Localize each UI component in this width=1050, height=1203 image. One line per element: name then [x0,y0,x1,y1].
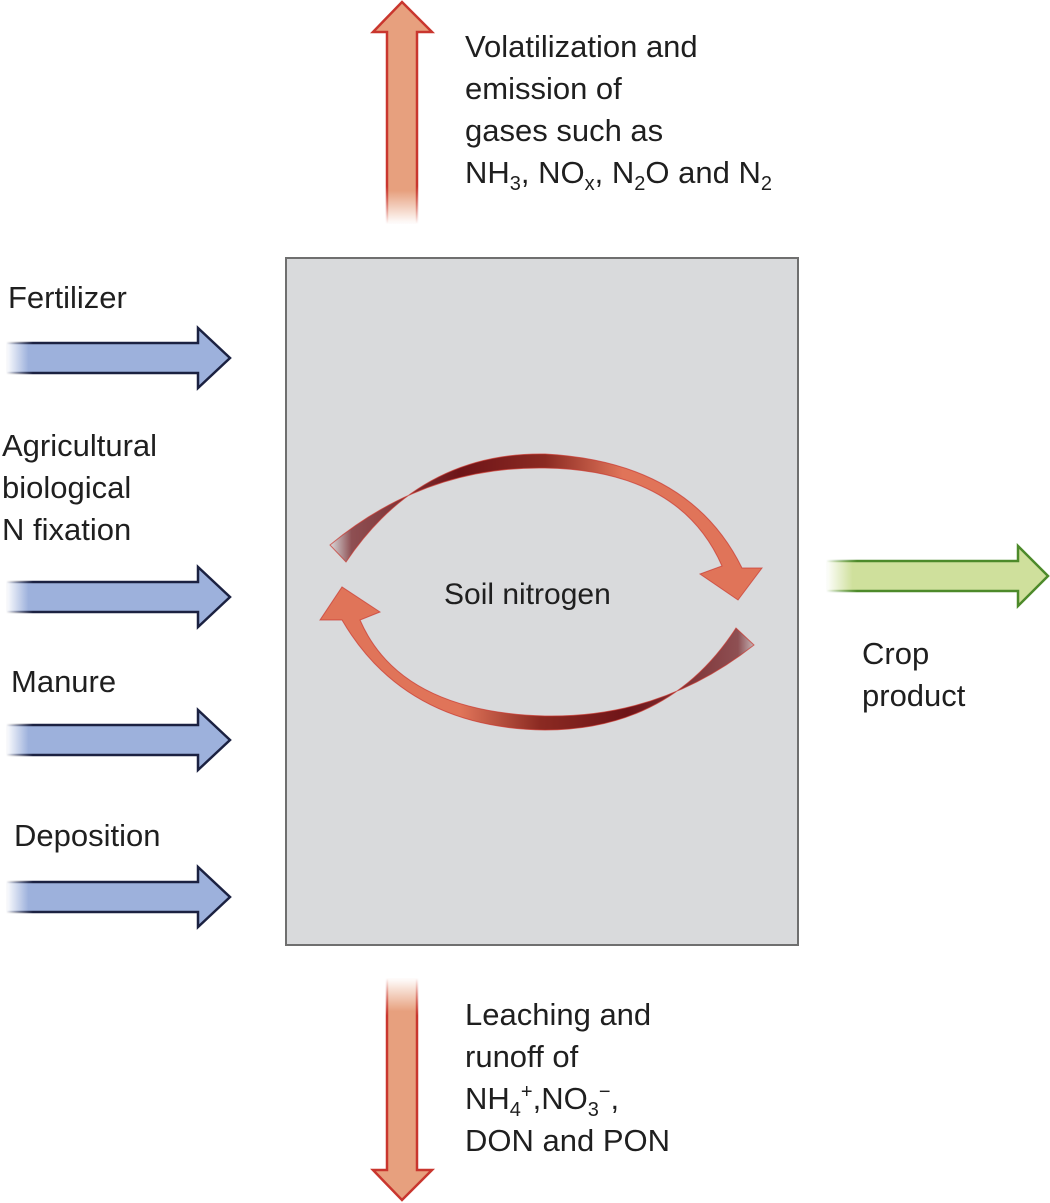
volatilization-line-2: emission of [465,71,622,106]
nh4-text: NH [465,1081,510,1116]
no3-text: ,NO [532,1081,588,1116]
soil-nitrogen-label: Soil nitrogen [444,578,611,611]
n-fixation-label: Agricultural biological N fixation [2,425,157,551]
n-fixation-arrow [4,564,232,630]
crop-product-line-1: Crop [862,636,930,671]
n-fixation-line-1: Agricultural [2,428,158,463]
leaching-line-1: Leaching and [465,997,652,1032]
volatilization-line-3: gases such as [465,113,664,148]
n2o-text: , N [594,155,635,190]
no3-subscript: 3 [587,1099,599,1121]
cycle-arrow-bottom [319,586,755,731]
leaching-arrow [370,976,436,1202]
n2-subscript: 2 [760,173,772,195]
nh3-text: NH [465,155,510,190]
nh4-superscript: + [520,1081,533,1103]
n-fixation-line-2: biological [2,470,132,505]
no3-superscript: − [598,1081,611,1103]
deposition-label: Deposition [14,818,161,853]
manure-arrow [4,707,232,773]
n2o-subscript: 2 [634,173,646,195]
nox-text: , NO [520,155,585,190]
leaching-line-4: DON and PON [465,1123,671,1158]
nox-subscript: x [584,173,595,195]
volatilization-label: Volatilization and emission of gases suc… [465,26,772,194]
nh3-subscript: 3 [509,173,521,195]
leaching-ions-line: NH4+,NO3−, [465,1081,620,1121]
leaching-line-2: runoff of [465,1039,579,1074]
crop-product-line-2: product [862,678,966,713]
nh4-subscript: 4 [509,1099,521,1121]
leaching-label: Leaching and runoff of NH4+,NO3−, DON an… [465,994,670,1162]
volatilization-arrow [370,0,436,226]
o-and-n-text: O and N [645,155,761,190]
soil-box [285,257,799,946]
deposition-arrow [4,864,232,930]
cycle-arrow-top [329,453,763,601]
volatilization-line-1: Volatilization and [465,29,698,64]
manure-label: Manure [11,664,117,699]
volatilization-gases-line: NH3, NOx, N2O and N2 [465,152,772,194]
fertilizer-label: Fertilizer [8,280,127,315]
fertilizer-arrow [4,325,232,391]
crop-product-label: Crop product [862,633,965,717]
n-fixation-line-3: N fixation [2,512,132,547]
crop-product-arrow [824,542,1050,610]
